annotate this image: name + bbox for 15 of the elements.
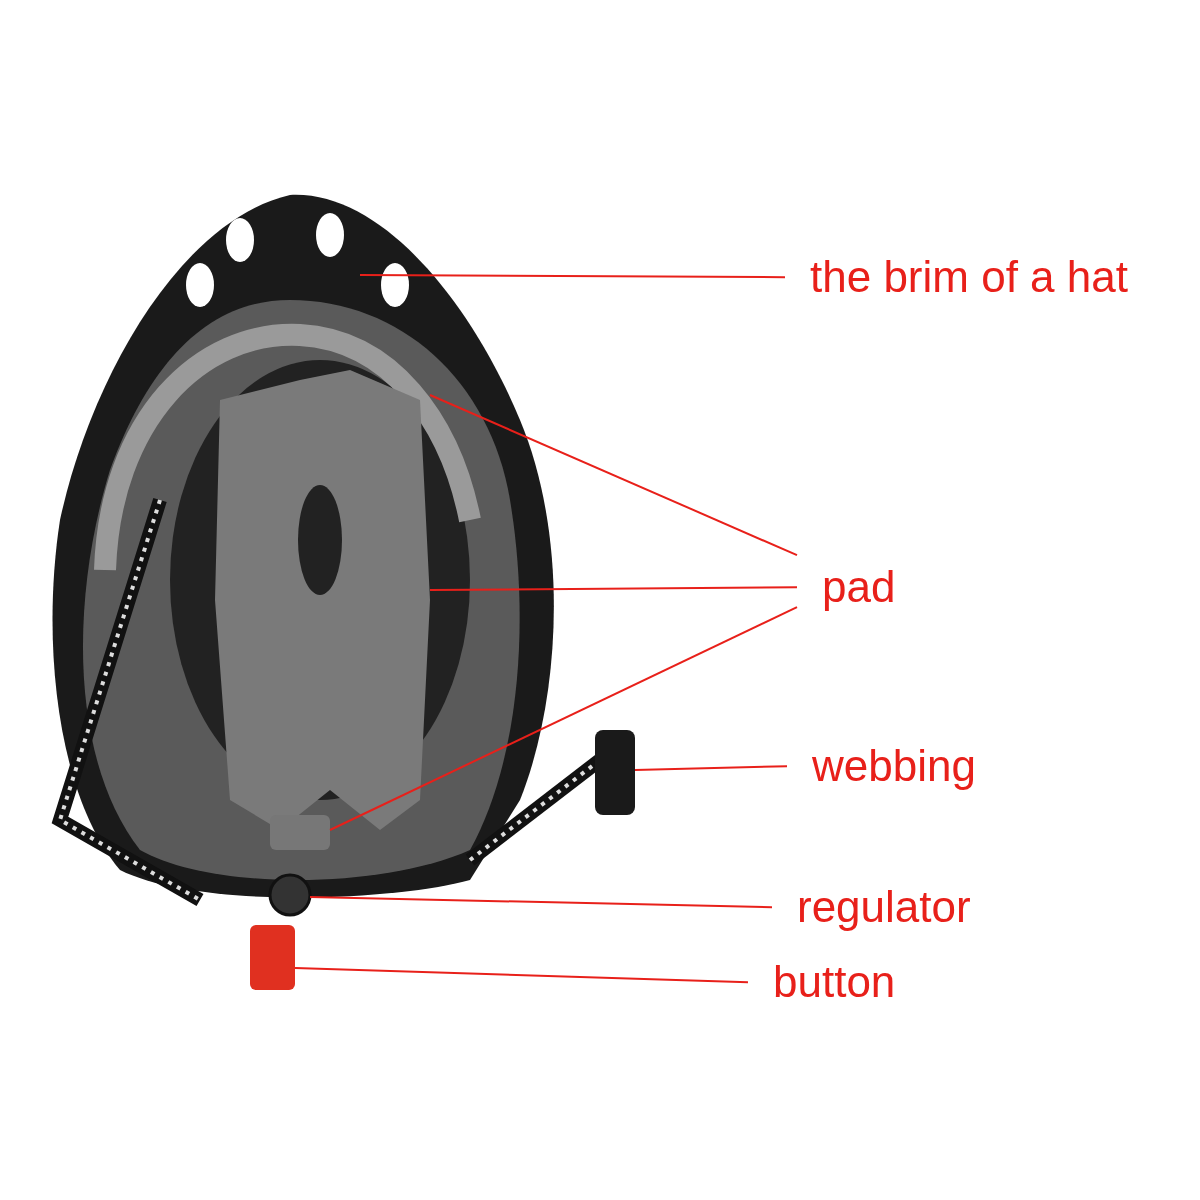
leader-line: [634, 765, 788, 771]
webbing-strap: [51, 497, 635, 907]
part-label: regulator: [797, 883, 971, 932]
leader-line: [294, 967, 749, 984]
part-label: pad: [822, 563, 896, 612]
leader-line: [359, 274, 786, 279]
release-button: [250, 925, 295, 990]
leader-line: [329, 606, 798, 831]
regulator-dial: [268, 873, 312, 917]
part-label: webbing: [812, 742, 976, 791]
part-label: button: [773, 958, 896, 1007]
leader-line: [309, 896, 773, 909]
leader-line: [429, 394, 798, 557]
leader-line: [429, 586, 798, 591]
part-label: the brim of a hat: [810, 253, 1128, 302]
